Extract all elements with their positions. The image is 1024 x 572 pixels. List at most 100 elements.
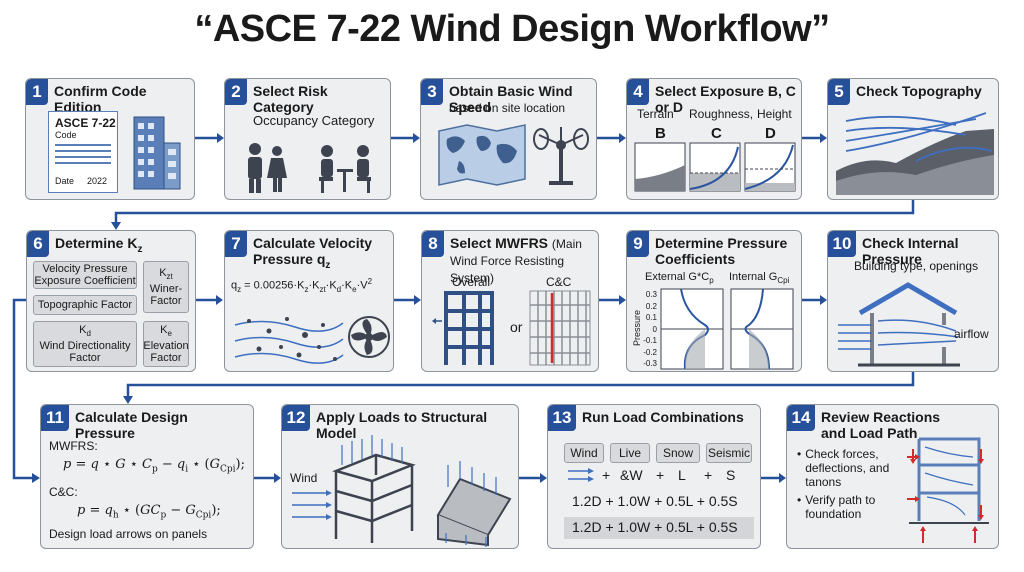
step-number: 14	[787, 405, 815, 431]
flow-arrow	[519, 473, 547, 483]
step-number: 12	[282, 405, 310, 431]
velocity-pressure-equation: qz = 0.00256·Kz·Kzt·Kd·Ke·V2	[231, 277, 372, 294]
step-title: Review Reactions and Load Path	[821, 409, 941, 441]
overall-label: Overall	[452, 275, 491, 289]
ke-box: Ke Elevation Factor	[143, 321, 189, 367]
step-1-card: 1 Confirm Code Edition ASCE 7-22 Code Da…	[25, 78, 195, 200]
step-number: 4	[627, 79, 649, 105]
load-combination-2-highlight	[564, 517, 754, 539]
ke-symbol: K	[160, 323, 168, 336]
cc-label: C&C	[546, 275, 572, 289]
pressure-coefficient-plots	[660, 288, 794, 370]
doc-year: 2022	[87, 176, 108, 186]
step-5-card: 5 Check Topography	[827, 78, 999, 200]
int-text: Internal G	[729, 271, 778, 283]
step-14-card: 14 Review Reactions and Load Path •Check…	[786, 404, 999, 549]
step-number: 8	[422, 231, 444, 257]
world-map-icon	[438, 124, 526, 186]
flow-arrow	[761, 473, 786, 483]
roughness-label: Roughness,	[689, 107, 754, 121]
eq-part: ·K	[325, 279, 337, 292]
combo-op: +	[656, 467, 665, 483]
step-title: Select MWFRS (Main Wind Force Resisting …	[450, 235, 594, 286]
load-chip-snow: Snow	[656, 443, 700, 463]
cc-frame-icon	[529, 290, 591, 366]
step-number: 5	[828, 79, 850, 105]
or-label: or	[510, 319, 523, 335]
flow-arrow	[391, 133, 420, 143]
step-2-card: 2 Select Risk Category Occupancy Categor…	[224, 78, 391, 200]
eq-sup: 2	[367, 277, 373, 286]
doc-date: Date	[55, 176, 75, 186]
kd-subscript: d	[86, 329, 91, 339]
exposure-c-label: C	[711, 125, 722, 142]
load-combination-2: 1.2D + 1.0W + 0.5L + 0.5S	[572, 519, 738, 535]
step-number: 6	[27, 231, 49, 257]
step-number: 10	[828, 231, 856, 257]
title-extra: (Main Wind Force Resisting System)	[450, 237, 582, 285]
combo-term: S	[726, 467, 736, 483]
ext-text: External G*C	[645, 271, 710, 283]
eq-sub: zt	[319, 284, 326, 294]
step-title: Determine Kz	[55, 235, 191, 258]
wind-label: Wind	[290, 471, 318, 485]
bullet-check-forces: Check forces, deflections, and tanons	[805, 447, 890, 489]
load-chip-wind: Wind	[564, 443, 604, 463]
flow-arrow	[802, 295, 827, 305]
exposure-d-label: D	[765, 125, 776, 142]
eq-part: ·K	[308, 279, 320, 292]
pressure-ticks: 0.3 0.2 0.1 0 -0.1 -0.2 -0.3	[637, 289, 657, 370]
ke-description: Elevation Factor	[143, 340, 189, 365]
step-subtitle: based on site location	[449, 101, 566, 115]
title-text: Calculate Velocity Pressure q	[253, 235, 373, 267]
people-icon	[248, 143, 371, 193]
step-number: 13	[548, 405, 576, 431]
building-icon	[133, 116, 181, 190]
flow-arrow	[802, 133, 827, 143]
step-6-card: 6 Determine Kz Velocity Pressure Exposur…	[26, 230, 196, 372]
tick-label: 0.1	[645, 313, 657, 322]
combo-op: +	[602, 467, 611, 483]
kzt-subscript: zt	[166, 272, 173, 282]
tick-label: 0	[652, 324, 657, 334]
step-title: Determine Pressure Coefficients	[655, 235, 788, 267]
eq-part: ·K	[341, 279, 353, 292]
step-12-card: 12 Apply Loads to Structural Model Wind	[281, 404, 519, 549]
doc-code: Code	[55, 130, 77, 140]
step-7-card: 7 Calculate Velocity Pressure qz qz = 0.…	[224, 230, 394, 372]
step-number: 11	[41, 405, 69, 431]
combo-term: L	[678, 467, 686, 483]
step-title: Obtain Basic Wind Speed	[449, 83, 573, 115]
step-title: Check Topography	[856, 83, 982, 99]
fan-icon	[348, 316, 390, 358]
step-8-card: 8 Select MWFRS (Main Wind Force Resistin…	[421, 230, 599, 372]
internal-coefficient-label: Internal GCpi	[729, 271, 789, 285]
topographic-factor-box: Topographic Factor	[33, 295, 137, 315]
kzt-box: Kzt Winer- Factor	[143, 261, 189, 313]
design-load-note: Design load arrows on panels	[49, 527, 208, 541]
wind-arrows-icon	[568, 468, 594, 482]
title-subscript: z	[325, 259, 331, 271]
flow-arrow	[254, 473, 281, 483]
eq-q: q	[231, 279, 238, 292]
flow-arrow	[597, 133, 626, 143]
flow-arrow	[599, 295, 626, 305]
tick-label: 0.2	[645, 301, 657, 311]
exposure-coefficient-box: Velocity Pressure Exposure Coefficient	[33, 261, 137, 289]
step-13-card: 13 Run Load Combinations Wind Live Snow …	[547, 404, 761, 549]
step-number: 3	[421, 79, 443, 105]
eq-part: ·V	[356, 279, 368, 292]
flow-arrow	[196, 295, 223, 305]
cc-equation: p = qh ⋆ (GCp − GCpi);	[77, 503, 221, 521]
step-title: Select Exposure B, C or D	[655, 83, 796, 115]
tick-label: -0.2	[643, 347, 657, 357]
step-number: 1	[26, 79, 48, 105]
load-chip-seismic: Seismic	[706, 443, 752, 463]
external-coefficient-label: External G*Cp	[645, 271, 714, 285]
tick-label: -0.1	[643, 336, 657, 345]
flow-arrow	[195, 133, 224, 143]
bullet-verify-path: Verify path to foundation	[805, 493, 876, 521]
step-title: Check Internal Pressure	[862, 235, 959, 267]
step-title: Apply Loads to Structural Model	[316, 409, 488, 441]
int-sub: Cpi	[777, 276, 790, 286]
